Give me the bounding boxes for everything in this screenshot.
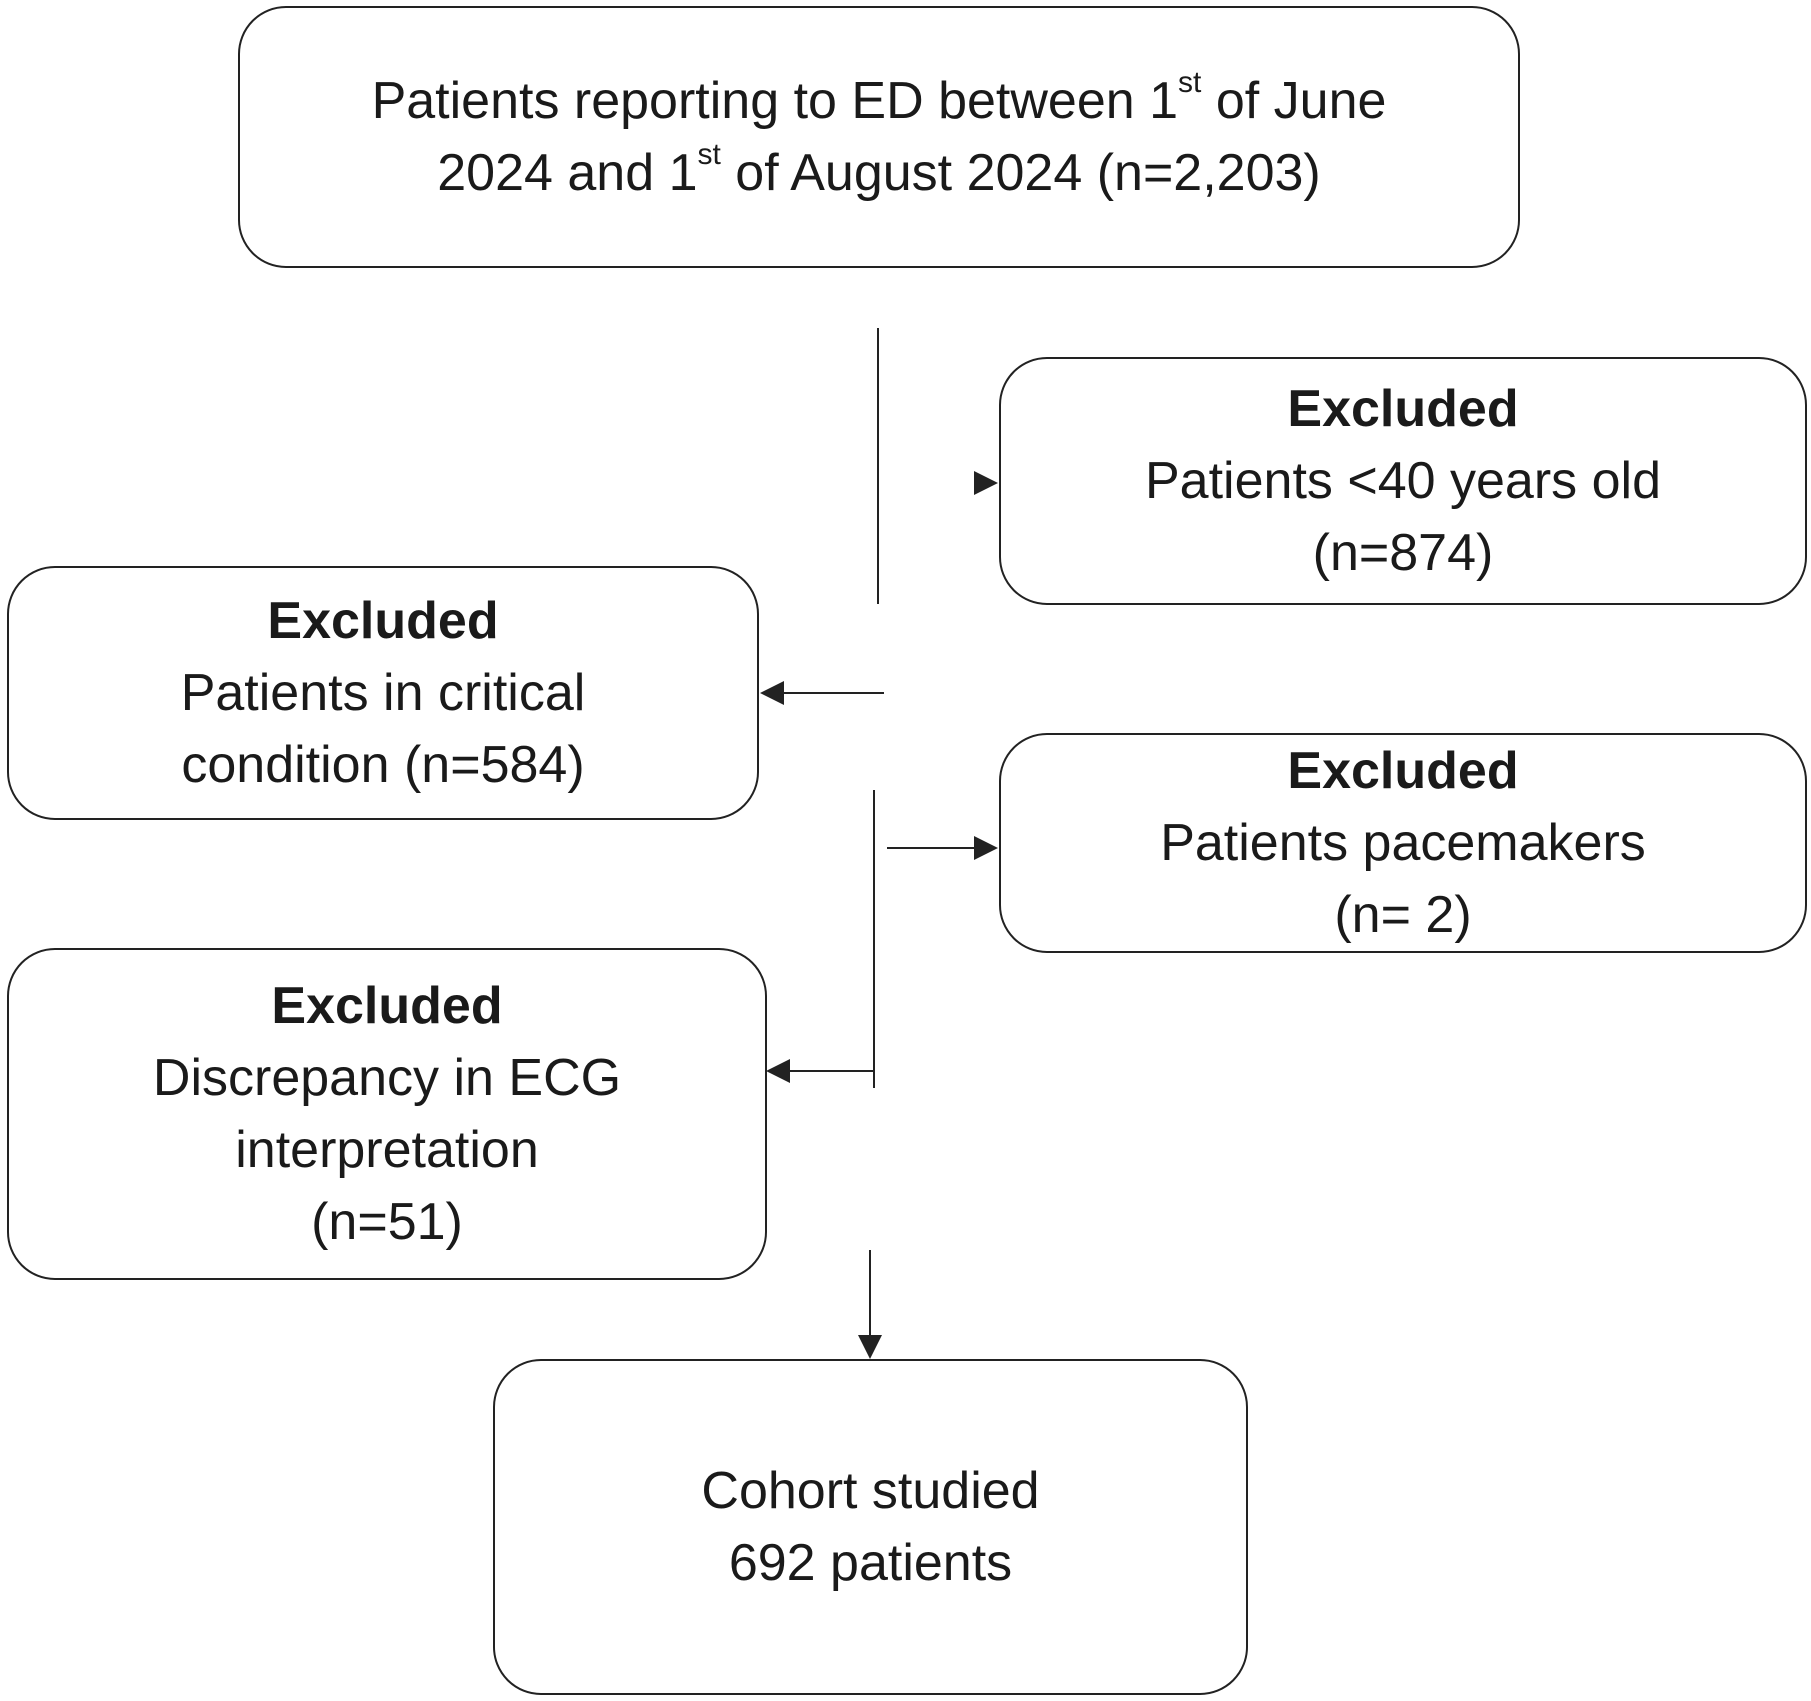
critical-exclusion-box: Excluded Patients in critical condition …	[7, 566, 759, 820]
pacemaker-exclusion-heading: Excluded	[1287, 742, 1519, 800]
critical-exclusion-criterion: Patients in critical	[180, 664, 586, 722]
cohort-count: 692 patients	[728, 1534, 1013, 1592]
critical-exclusion-heading: Excluded	[267, 592, 499, 650]
cohort-label: Cohort studied	[701, 1462, 1040, 1520]
age-exclusion-criterion: Patients <40 years old	[1145, 452, 1661, 510]
age-exclusion-box: Excluded Patients <40 years old (n=874)	[999, 357, 1807, 605]
pacemaker-exclusion-box: Excluded Patients pacemakers (n= 2)	[999, 733, 1807, 953]
ecg-exclusion-heading: Excluded	[271, 977, 503, 1035]
age-exclusion-count: (n=874)	[1312, 524, 1494, 582]
start-line-1: Patients reporting to ED between 1st of …	[371, 65, 1387, 130]
ecg-exclusion-box: Excluded Discrepancy in ECG interpretati…	[7, 948, 767, 1280]
ecg-exclusion-count: (n=51)	[311, 1193, 463, 1251]
critical-exclusion-count: condition (n=584)	[181, 736, 585, 794]
start-line-2: 2024 and 1st of August 2024 (n=2,203)	[437, 137, 1321, 202]
pacemaker-exclusion-count: (n= 2)	[1334, 886, 1472, 944]
ecg-exclusion-criterion: Discrepancy in ECG	[152, 1049, 622, 1107]
pacemaker-exclusion-criterion: Patients pacemakers	[1160, 814, 1646, 872]
start-box: Patients reporting to ED between 1st of …	[238, 6, 1520, 268]
ecg-exclusion-criterion-cont: interpretation	[235, 1121, 539, 1179]
age-exclusion-heading: Excluded	[1287, 380, 1519, 438]
cohort-box: Cohort studied 692 patients	[493, 1359, 1248, 1695]
